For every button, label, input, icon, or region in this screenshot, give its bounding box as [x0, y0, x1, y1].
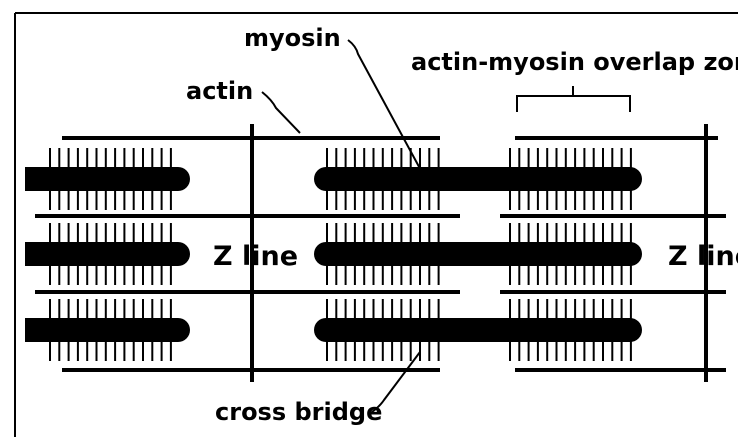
- myosin-filament: [314, 242, 642, 266]
- actin-leader-line: [261, 91, 301, 134]
- cross-bridge-label: cross bridge: [215, 398, 382, 426]
- cross-bridge-leader-line: [371, 351, 421, 413]
- myosin-filaments: [25, 167, 642, 342]
- myosin-filament: [314, 167, 642, 191]
- z-lines: [250, 124, 708, 382]
- myosin-filament: [314, 318, 642, 342]
- myosin-leader-line: [347, 39, 425, 177]
- myosin-filament: [25, 318, 190, 342]
- myosin-filament-cut-end: [25, 242, 65, 266]
- z-line-right-label: Z line: [668, 241, 738, 272]
- myosin-filament-cut-end: [25, 167, 65, 191]
- diagram-frame: [14, 12, 738, 437]
- overlap-zone-label: actin-myosin overlap zone: [411, 48, 738, 76]
- myosin-filament: [25, 167, 190, 191]
- myosin-label: myosin: [244, 24, 341, 52]
- actin-label: actin: [186, 77, 253, 105]
- myosin-filament: [25, 242, 190, 266]
- leader-lines: [261, 39, 425, 413]
- overlap-zone-bracket: [516, 86, 631, 112]
- z-line-left-label: Z line: [213, 241, 298, 272]
- myosin-filament-cut-end: [25, 318, 65, 342]
